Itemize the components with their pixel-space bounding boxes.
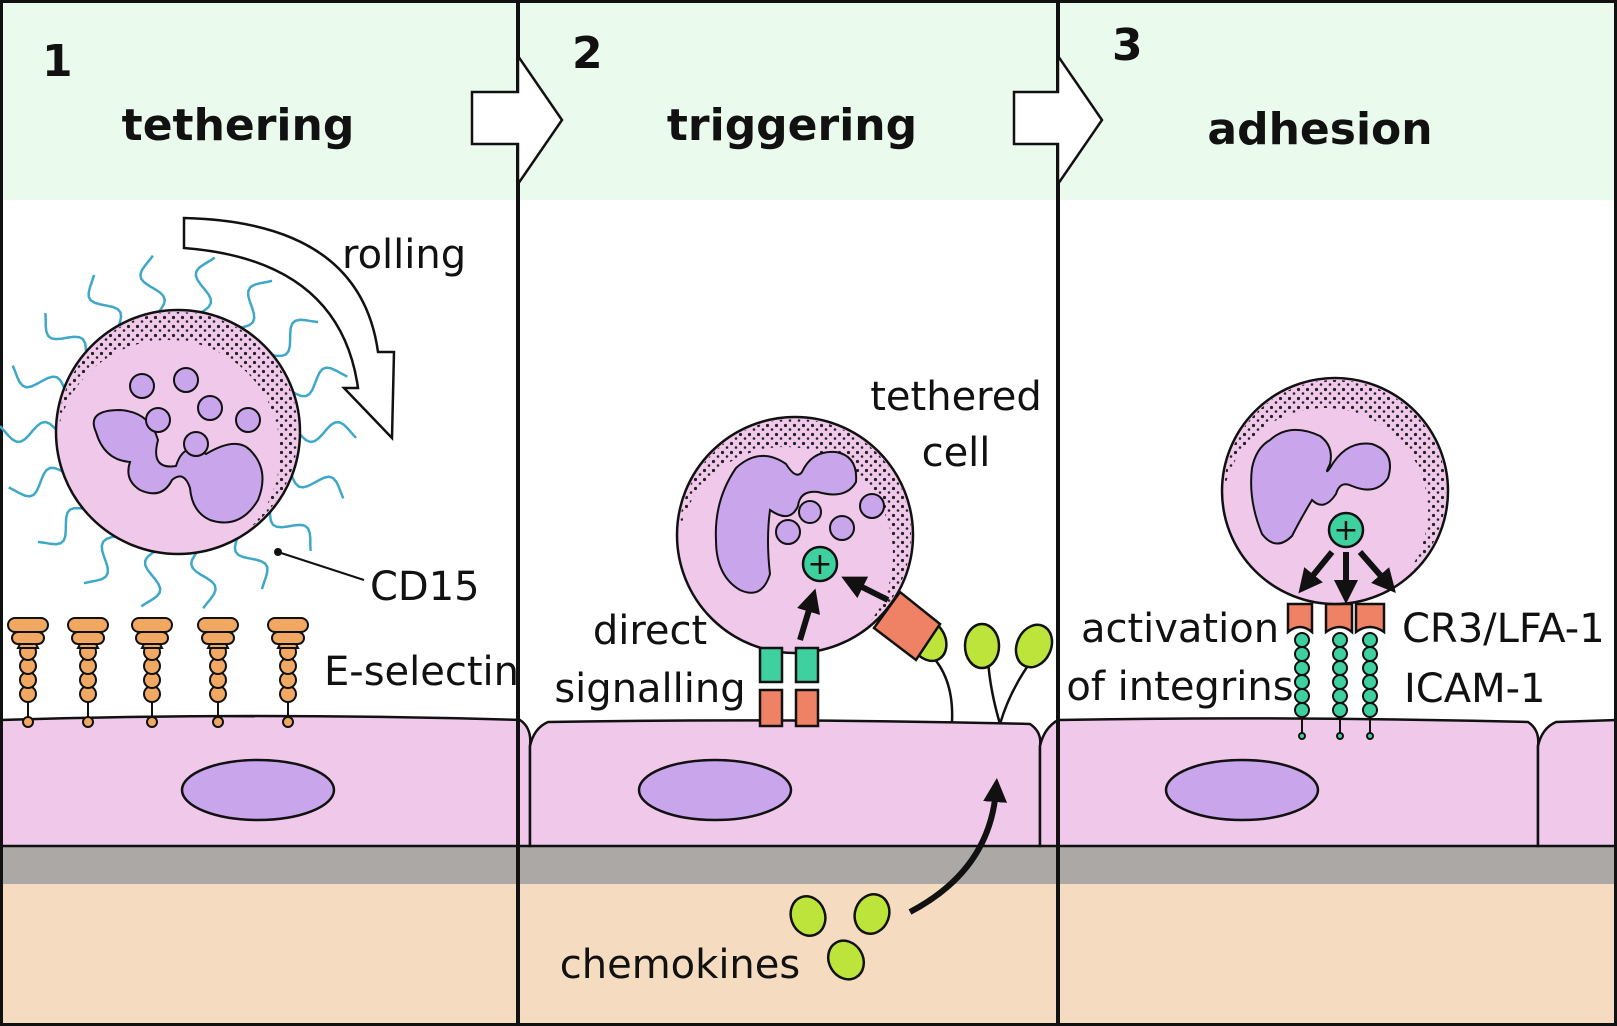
cd15-fiber <box>289 472 345 499</box>
soluble-chemokines <box>789 893 891 981</box>
endothelial-nucleus-2 <box>637 758 793 822</box>
direct-signalling-receptors <box>758 646 820 728</box>
panel-title-triggering: triggering <box>667 100 917 151</box>
label-tethered: tethered <box>870 374 1042 420</box>
panel-title-adhesion: adhesion <box>1207 104 1432 155</box>
panel-2-triggering: + tethered cell direct signalling chemok… <box>554 374 1054 988</box>
leukocyte-rolling-stipple <box>58 312 298 552</box>
label-e-selectin: E-selectin <box>324 649 519 695</box>
panel-number-1: 1 <box>42 36 73 87</box>
label-cr3-lfa-1: CR3/LFA-1 <box>1402 606 1605 652</box>
icam-1 <box>1332 632 1348 740</box>
cd15-fibers <box>0 254 357 610</box>
e-selectin-molecules <box>7 617 309 728</box>
label-cd15: CD15 <box>370 564 480 610</box>
e-selectin <box>7 617 49 728</box>
cd15-fiber <box>268 509 312 551</box>
label-chemokines: chemokines <box>560 942 800 988</box>
icam-1-chains <box>1294 632 1378 740</box>
icam-1 <box>1294 632 1310 740</box>
cd15-fiber <box>189 549 217 610</box>
leukocyte-rolling-nucleus <box>92 408 264 524</box>
cd15-fiber <box>83 534 119 585</box>
label-cell: cell <box>922 430 991 476</box>
leukocyte-rolling-granules <box>129 367 261 457</box>
activation-plus-3: + <box>1333 513 1358 548</box>
e-selectin <box>131 617 173 728</box>
panel-3-adhesion: + activation of integrins CR3/LFA-1 ICAM… <box>1066 376 1605 740</box>
e-selectin <box>267 617 309 728</box>
leukocyte-tethered-granules <box>775 493 885 545</box>
panel-1-tethering: rolling CD15 E-selectin <box>0 216 519 728</box>
cd15-fiber <box>290 366 348 398</box>
endothelial-nucleus-3 <box>1164 758 1320 822</box>
cd15-fiber <box>37 506 87 546</box>
label-rolling: rolling <box>342 232 466 278</box>
leukocyte-tethered-nucleus <box>714 450 858 594</box>
header-band <box>0 0 1617 200</box>
cd15-fiber <box>233 535 269 590</box>
cd15-fiber <box>44 313 88 355</box>
signal-arrow-direct <box>797 588 821 641</box>
step-arrow-1-to-2 <box>470 51 564 189</box>
cd15-leader-line <box>277 551 365 581</box>
step-arrows <box>470 51 1104 189</box>
activation-signal-2 <box>801 545 839 583</box>
leukocyte-adherent-nucleus <box>1250 429 1391 545</box>
endothelium <box>0 714 1617 848</box>
e-selectin <box>67 617 109 728</box>
cd15-fiber <box>140 549 162 608</box>
panel-number-2: 2 <box>572 28 603 79</box>
integrin-cups <box>1286 602 1386 635</box>
activation-signal-3 <box>1327 511 1365 549</box>
panel-number-3: 3 <box>1112 20 1143 71</box>
cd15-fiber <box>194 256 216 315</box>
activation-plus-2: + <box>807 547 832 582</box>
icam-1 <box>1362 632 1378 740</box>
panel-title-tethering: tethering <box>122 100 355 151</box>
endothelial-cell-4 <box>1536 718 1617 848</box>
cd15-fiber <box>297 421 357 444</box>
integrin-activation-arrows <box>1298 550 1396 604</box>
signal-arrow-chemokine <box>841 576 890 603</box>
rolling-arrow <box>182 216 396 442</box>
label-of-integrins: of integrins <box>1066 664 1293 710</box>
cd15-leader-dot <box>274 548 282 556</box>
panel-headers: 1 tethering 2 triggering 3 adhesion <box>42 20 1433 155</box>
label-direct: direct <box>593 608 707 654</box>
chemokine-transport-arrow <box>908 778 1008 915</box>
endothelial-nucleus-1 <box>180 758 336 822</box>
label-signalling: signalling <box>554 666 745 712</box>
basement-membrane <box>0 846 1617 884</box>
cd15-fiber <box>8 466 66 498</box>
label-icam-1: ICAM-1 <box>1404 666 1545 712</box>
cd15-fiber <box>11 365 67 392</box>
cd15-fiber <box>87 274 123 329</box>
cd15-fiber <box>139 254 167 315</box>
cd15-fiber <box>0 420 59 443</box>
e-selectin <box>197 617 239 728</box>
step-arrow-2-to-3 <box>1012 51 1104 189</box>
label-activation: activation <box>1081 606 1279 652</box>
cd15-fiber <box>237 279 273 330</box>
cd15-fiber <box>269 318 319 358</box>
